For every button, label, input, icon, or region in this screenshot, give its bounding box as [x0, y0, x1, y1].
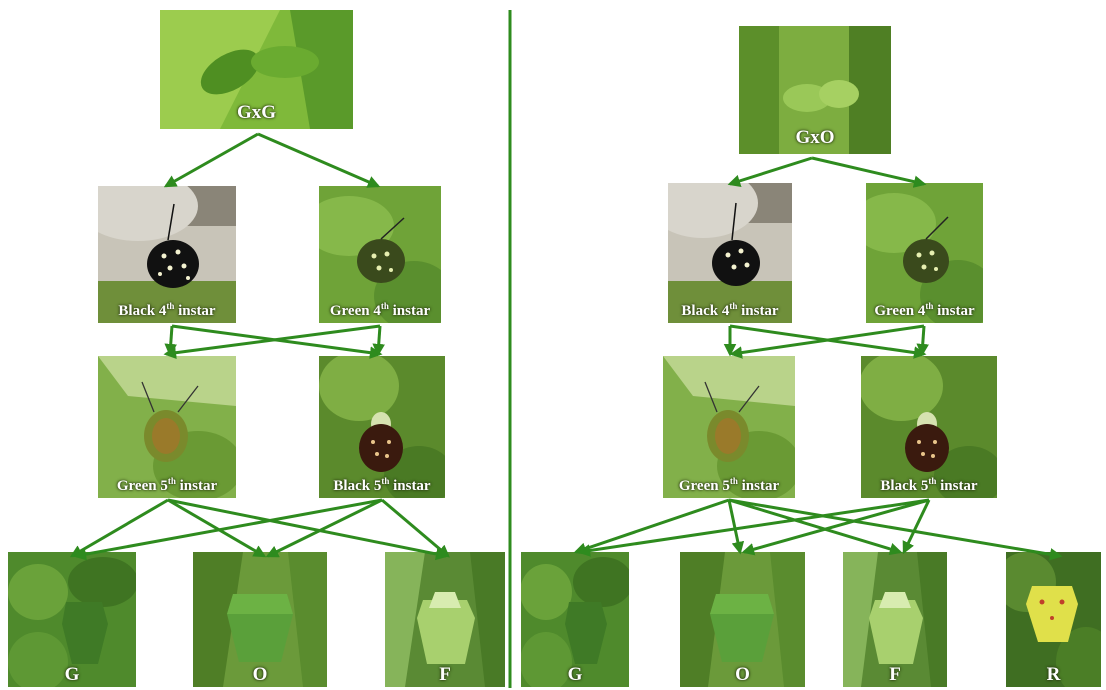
adult-bug-image	[680, 552, 805, 687]
arrow	[265, 498, 383, 558]
black-5th-instar-label: Black 5th instar	[333, 476, 431, 495]
adult-label: O	[735, 664, 750, 685]
adult-photo-f-right: F	[843, 552, 947, 687]
arrow	[163, 132, 259, 188]
adult-label: G	[64, 664, 80, 685]
adult-bug-image	[1006, 552, 1101, 687]
green-4th-instar-photo: Green 4th instar	[319, 186, 441, 323]
adult-bug-image	[385, 552, 505, 687]
adult-bug-image	[521, 552, 629, 687]
arrow	[69, 498, 169, 558]
adult-label: R	[1046, 664, 1061, 685]
arrow	[164, 325, 178, 357]
adult-photo-o-right: O	[680, 552, 805, 687]
leaf-background	[160, 10, 353, 129]
adult-photo-g-left: G	[8, 552, 136, 687]
green-5th-instar-label: Green 5th instar	[116, 476, 218, 495]
adult-bug-image	[8, 552, 136, 687]
green-4th-instar-photo: Green 4th instar	[866, 183, 983, 323]
green-nymph-image	[98, 356, 236, 498]
arrow	[811, 156, 927, 188]
arrow	[381, 498, 450, 558]
black-4th-instar-label: Black 4th instar	[681, 301, 779, 320]
adult-photo-g-right: G	[521, 552, 629, 687]
black-nymph-image	[319, 356, 445, 498]
arrow	[729, 324, 927, 359]
green-5th-instar-photo: Green 5th instar	[98, 356, 236, 498]
arrow	[73, 498, 383, 561]
black-4th-instar-photo: Black 4th instar	[668, 183, 792, 323]
arrow	[577, 498, 930, 557]
arrow	[741, 498, 930, 556]
arrow	[902, 499, 931, 555]
arrow	[727, 156, 813, 187]
parent-label: GxG	[236, 102, 277, 123]
green-nymph-image	[663, 356, 795, 498]
arrow	[727, 499, 745, 555]
green-4th-instar-label: Green 4th instar	[329, 301, 431, 320]
green-5th-instar-label: Green 5th instar	[678, 476, 780, 495]
adult-bug-image	[193, 552, 327, 687]
arrow	[916, 325, 930, 357]
arrow	[167, 498, 267, 558]
arrow	[573, 498, 730, 555]
green-nymph-image	[866, 183, 983, 323]
adult-photo-o-left: O	[193, 552, 327, 687]
black-nymph-image	[861, 356, 997, 498]
adult-label: F	[439, 664, 451, 685]
black-5th-instar-photo: Black 5th instar	[861, 356, 997, 498]
leaf-background	[739, 26, 891, 154]
parent-photo-gxg: GxG	[160, 10, 353, 129]
green-4th-instar-label: Green 4th instar	[874, 301, 975, 320]
black-4th-instar-photo: Black 4th instar	[98, 186, 236, 323]
black-5th-instar-photo: Black 5th instar	[319, 356, 445, 498]
adult-label: F	[889, 664, 901, 685]
parent-photo-gxo: GxO	[739, 26, 891, 154]
black-5th-instar-label: Black 5th instar	[880, 476, 978, 495]
arrow	[171, 324, 383, 359]
arrow	[167, 498, 449, 561]
adult-label: G	[567, 664, 583, 685]
arrow	[728, 498, 903, 556]
black-nymph-image	[98, 186, 236, 323]
arrow	[163, 324, 381, 359]
arrow	[372, 325, 386, 357]
adult-photo-r-right: R	[1006, 552, 1101, 687]
arrow	[728, 498, 1063, 561]
adult-label: O	[252, 664, 268, 685]
green-nymph-image	[319, 186, 441, 323]
green-5th-instar-photo: Green 5th instar	[663, 356, 795, 498]
black-nymph-image	[668, 183, 792, 323]
black-4th-instar-label: Black 4th instar	[118, 301, 216, 320]
adult-bug-image	[843, 552, 947, 687]
adult-photo-f-left: F	[385, 552, 505, 687]
arrow	[729, 324, 925, 359]
parent-label: GxO	[795, 127, 835, 148]
arrow	[257, 132, 381, 188]
